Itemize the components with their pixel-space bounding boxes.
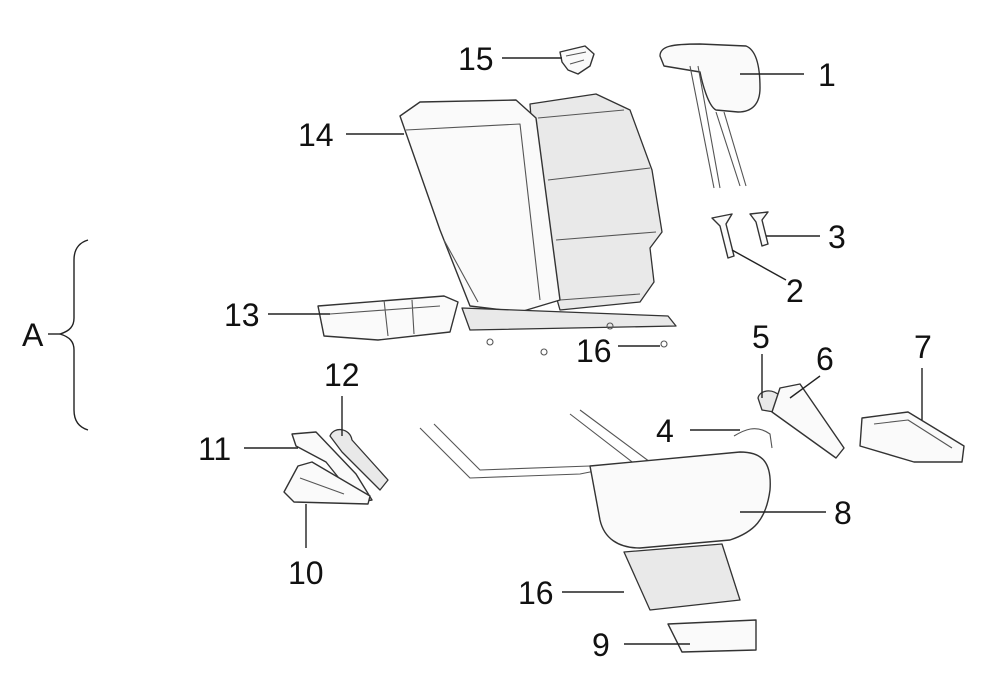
callout-12: 12 (324, 357, 360, 393)
leader-lines (244, 57, 923, 645)
callout-14: 14 (298, 117, 334, 153)
callout-5: 5 (752, 319, 770, 355)
callout-8: 8 (834, 495, 852, 531)
callout-13: 13 (224, 297, 260, 333)
callout-10: 10 (288, 555, 324, 591)
part-1-headrest (659, 43, 761, 189)
callout-7: 7 (914, 329, 932, 365)
callout-3: 3 (828, 219, 846, 255)
callout-4: 4 (656, 413, 674, 449)
callout-15: 15 (458, 41, 494, 77)
part-4-wire (733, 428, 773, 449)
part-5-6-side-trim (757, 383, 845, 459)
group-label-a: A (22, 317, 44, 353)
part-14-seat-back (399, 93, 677, 356)
part-9-cover-plate (667, 619, 757, 653)
callout-1: 1 (818, 57, 836, 93)
callout-9: 9 (592, 627, 610, 663)
callout-11: 11 (198, 431, 231, 467)
group-bracket-a: A (22, 239, 89, 431)
callout-6: 6 (816, 341, 834, 377)
callout-2: 2 (786, 273, 804, 309)
part-7-side-shield (859, 411, 965, 463)
part-10-base-bracket (283, 461, 371, 505)
callout-16-cushion: 16 (518, 575, 554, 611)
part-13-bracket (317, 295, 459, 341)
part-8-seat-cushion (419, 409, 771, 611)
part-2-3-headrest-guides (711, 211, 769, 259)
part-15-clip (559, 45, 595, 75)
callout-16-back: 16 (576, 333, 612, 369)
